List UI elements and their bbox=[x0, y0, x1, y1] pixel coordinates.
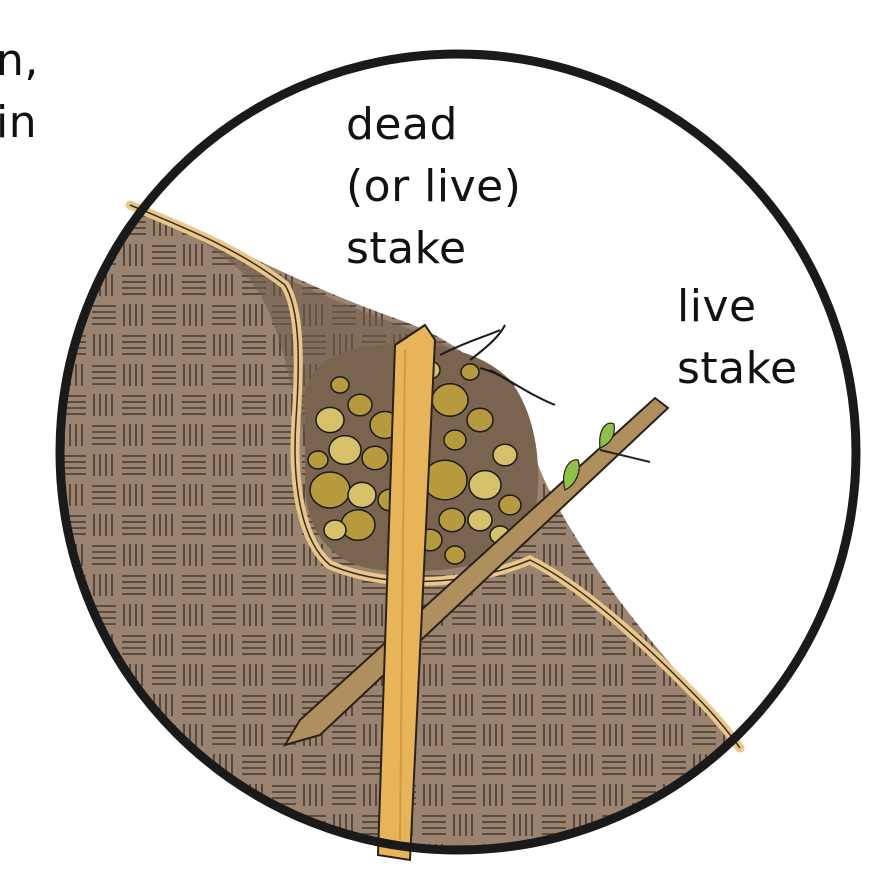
gravel-stone bbox=[331, 377, 349, 393]
dead-stake-label-line-1: dead bbox=[346, 94, 521, 156]
cut-text-line-2: in bbox=[0, 92, 39, 154]
gravel-stone bbox=[432, 384, 468, 416]
dead-stake-label-line-3: stake bbox=[346, 218, 521, 280]
gravel-stone bbox=[348, 394, 372, 416]
live-stake-label-line-2: stake bbox=[677, 338, 798, 400]
gravel-stone bbox=[444, 430, 466, 450]
gravel-stone bbox=[310, 472, 350, 508]
gravel-stone bbox=[348, 482, 376, 507]
gravel-stone bbox=[308, 451, 328, 469]
gravel-stone bbox=[439, 508, 465, 531]
gravel-stone bbox=[461, 364, 479, 380]
gravel-stone bbox=[499, 495, 521, 515]
gravel-stone bbox=[468, 509, 492, 531]
cut-off-text: n, in bbox=[0, 30, 39, 154]
gravel-stone bbox=[341, 510, 375, 541]
cut-text-line-1: n, bbox=[0, 30, 39, 92]
gravel-stone bbox=[445, 546, 465, 564]
gravel-stone bbox=[469, 471, 501, 500]
live-stake-label: live stake bbox=[677, 276, 798, 400]
gravel-stone bbox=[316, 407, 344, 432]
gravel-stone bbox=[329, 436, 361, 465]
live-stake-label-line-1: live bbox=[677, 276, 798, 338]
dead-stake-label-line-2: (or live) bbox=[346, 156, 521, 218]
gravel-stone bbox=[324, 520, 346, 540]
dead-stake-label: dead (or live) stake bbox=[346, 94, 521, 280]
gravel-stone bbox=[362, 446, 388, 469]
gravel-stone bbox=[493, 444, 517, 466]
gravel-stone bbox=[467, 408, 493, 431]
